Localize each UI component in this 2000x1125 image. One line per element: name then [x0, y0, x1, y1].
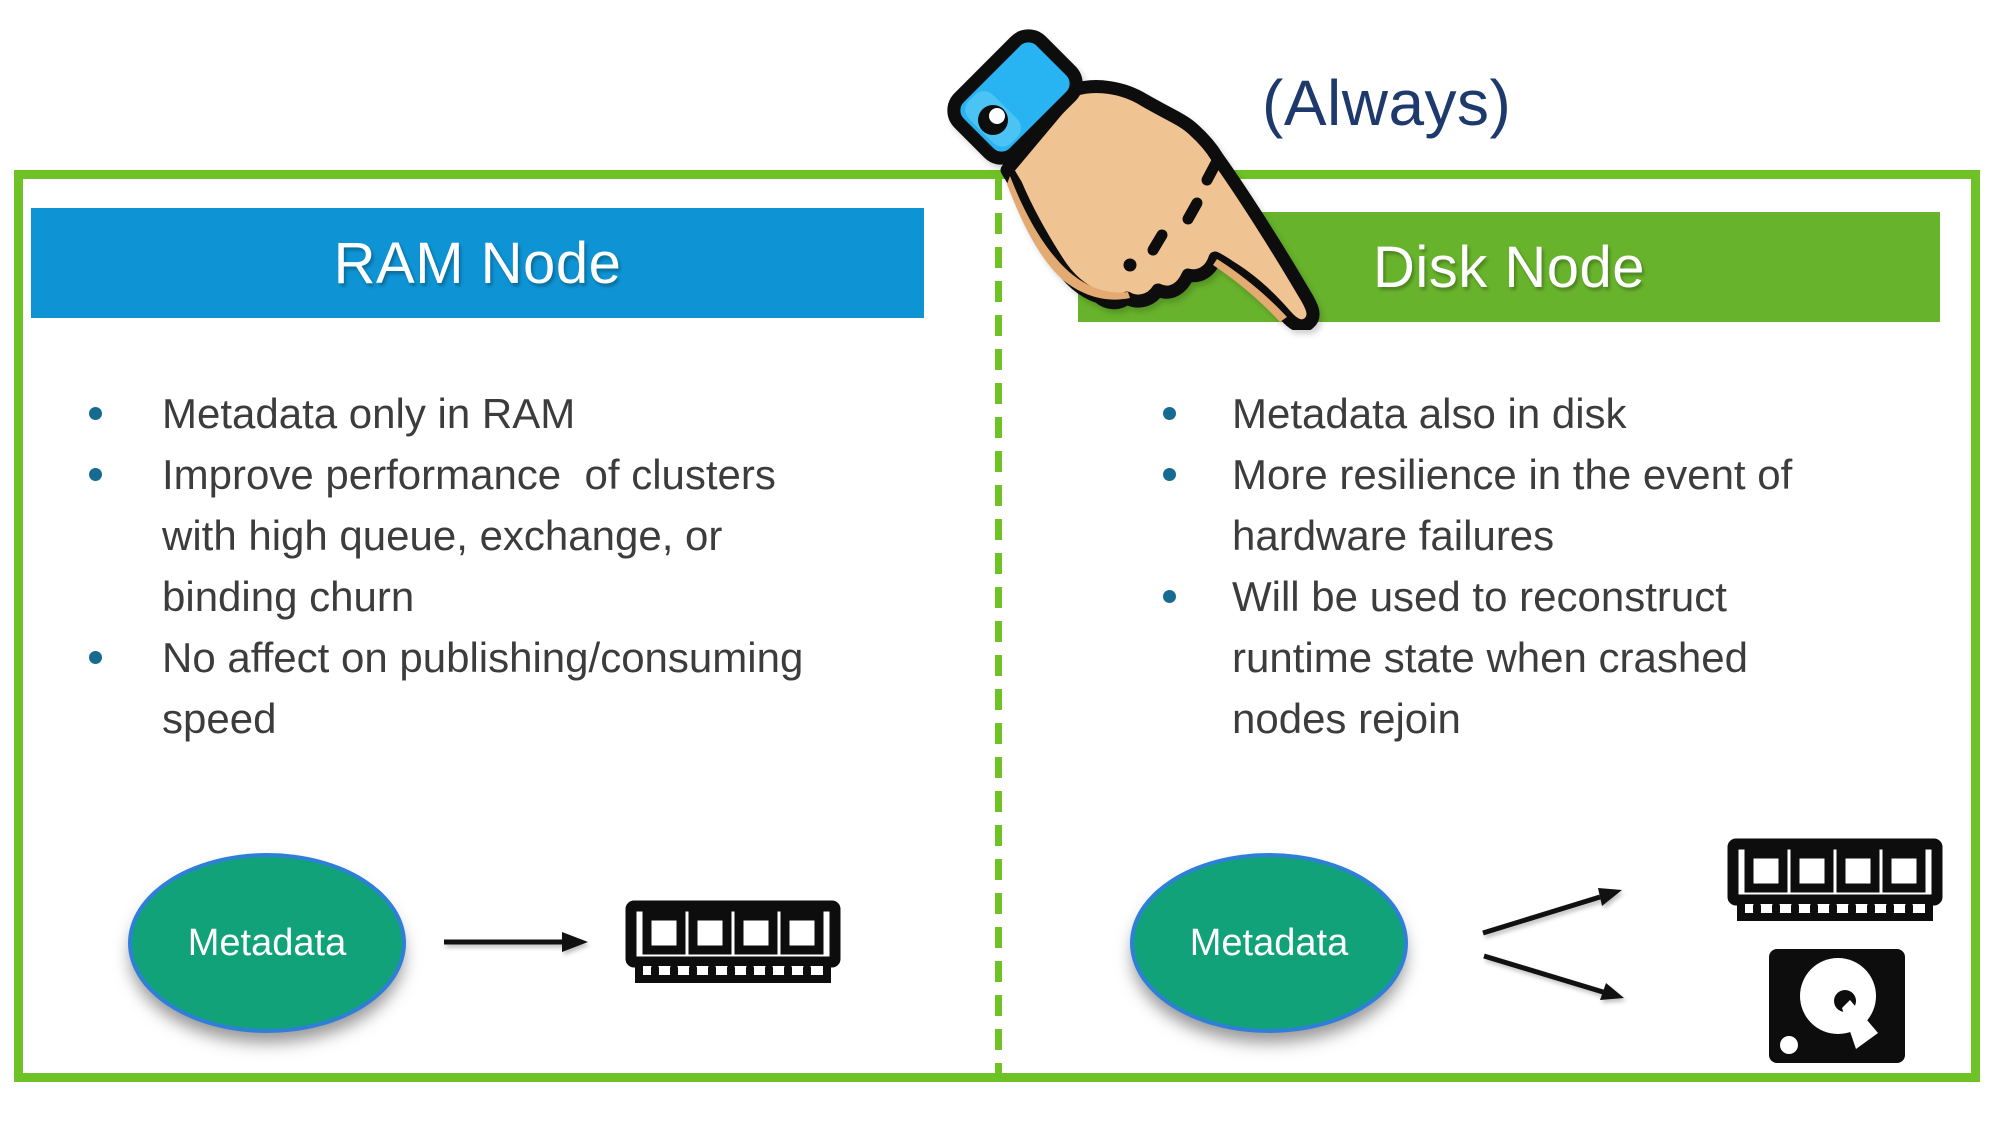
disk-node-bullet-list: Metadata also in disk More resilience in… — [1150, 383, 1910, 749]
bullet-text: Metadata only in RAM — [162, 390, 576, 437]
bullet-dot — [89, 651, 102, 664]
ram-chip-icon — [625, 900, 841, 983]
panel-divider-dashed-line — [995, 179, 1002, 1082]
always-label: (Always) — [1262, 67, 1512, 139]
ram-chip-icon — [1727, 838, 1943, 921]
ram-node-header: RAM Node — [31, 208, 924, 318]
list-item: Will be used to reconstruct runtime stat… — [1150, 566, 1910, 749]
list-item: Improve performance of clusters with hig… — [76, 444, 916, 627]
metadata-label: Metadata — [187, 921, 347, 964]
metadata-ellipse: Metadata — [128, 853, 406, 1033]
bullet-text: No affect on publishing/consuming speed — [162, 634, 804, 742]
right-arrow-icon — [444, 932, 588, 952]
metadata-ellipse: Metadata — [1130, 853, 1408, 1033]
bullet-text: Improve performance of clusters with hig… — [162, 451, 776, 620]
bullet-text: Will be used to reconstruct runtime stat… — [1232, 573, 1748, 742]
pointing-hand-icon — [947, 29, 1320, 330]
hard-disk-icon — [1769, 949, 1905, 1063]
bullet-dot — [1163, 468, 1176, 481]
bullet-text: More resilience in the event of hardware… — [1232, 451, 1793, 559]
list-item: More resilience in the event of hardware… — [1150, 444, 1910, 566]
bullet-dot — [1163, 407, 1176, 420]
bullet-dot — [89, 407, 102, 420]
bullet-dot — [89, 468, 102, 481]
list-item: No affect on publishing/consuming speed — [76, 627, 916, 749]
list-item: Metadata only in RAM — [76, 383, 916, 444]
fork-arrows-icon — [1482, 888, 1624, 1000]
bullet-dot — [1163, 590, 1176, 603]
disk-node-title: Disk Node — [1372, 234, 1646, 300]
ram-node-title: RAM Node — [333, 230, 622, 296]
bullet-text: Metadata also in disk — [1232, 390, 1627, 437]
list-item: Metadata also in disk — [1150, 383, 1910, 444]
ram-node-bullet-list: Metadata only in RAM Improve performance… — [76, 383, 916, 749]
metadata-label: Metadata — [1189, 921, 1349, 964]
